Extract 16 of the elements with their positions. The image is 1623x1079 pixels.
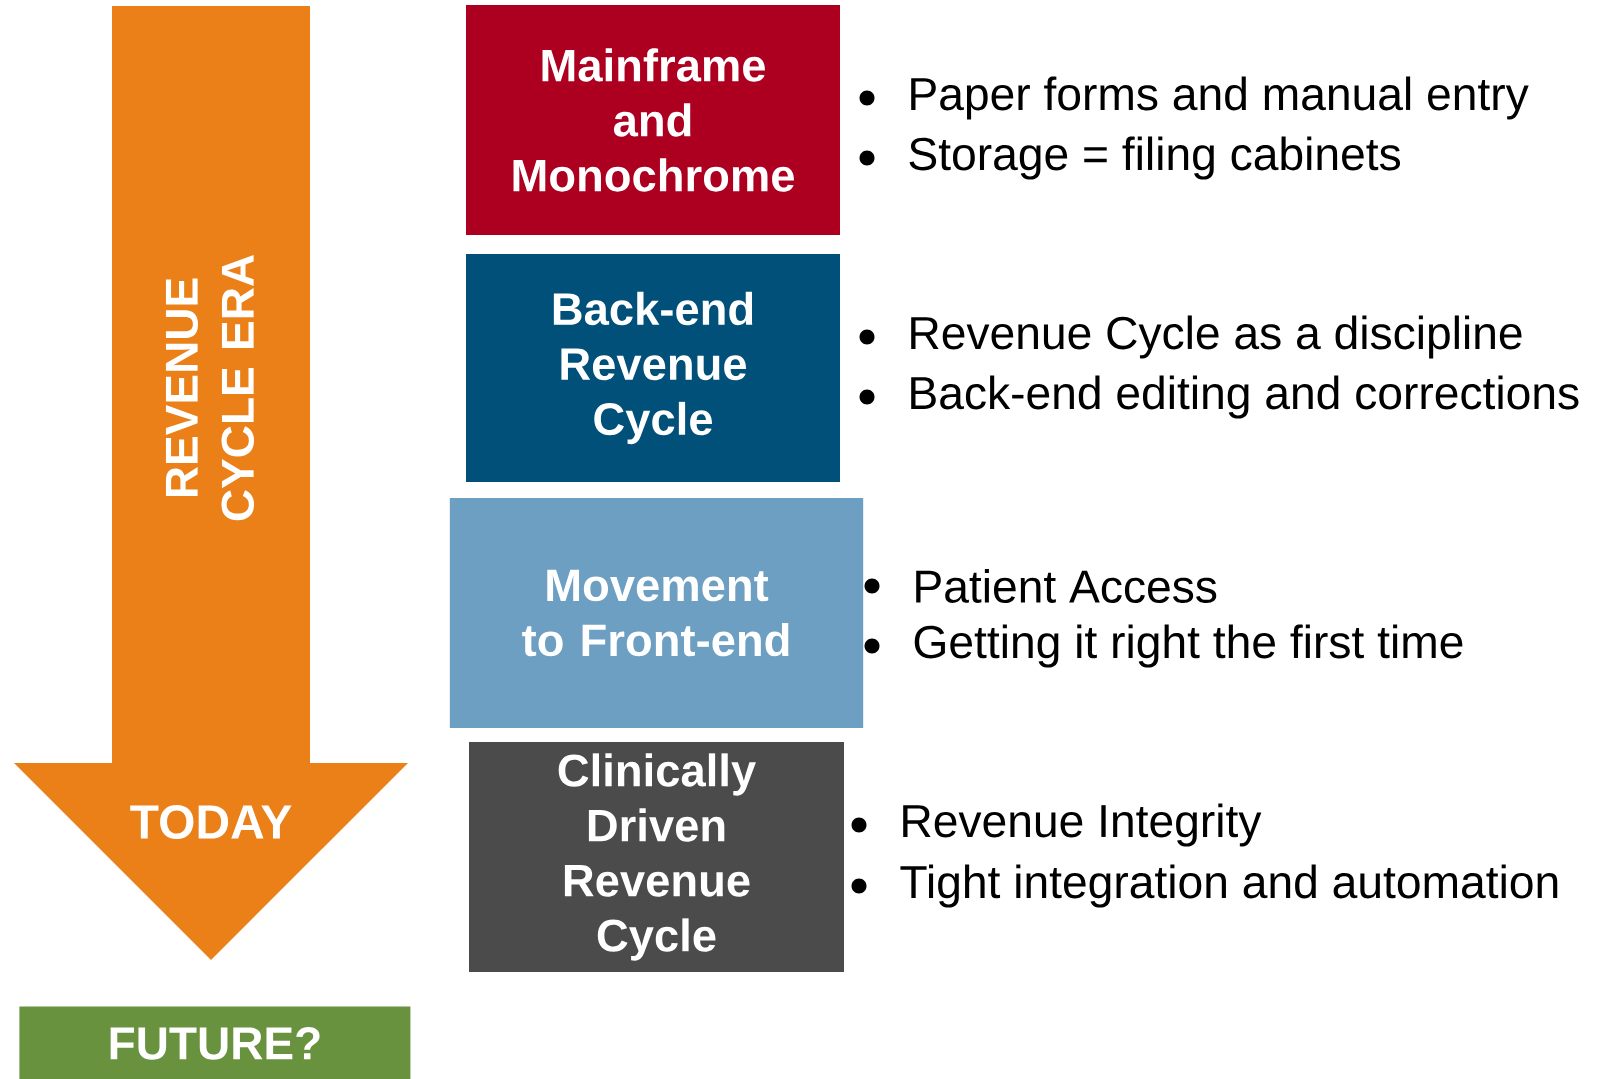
arrow-label: REVENUE CYCLE ERA (165, 255, 255, 521)
bullet-text: Tight integration and automation (900, 864, 1558, 908)
future-box: FUTURE? (19, 1006, 411, 1079)
era-box: Back-end Revenue Cycle (466, 254, 840, 482)
bullet-text: Patient Access (916, 569, 1217, 603)
era-box: Mainframe and Monochrome (466, 5, 840, 235)
bullet-text: Getting it right the first time (914, 624, 1463, 668)
arrow-label: TODAY (130, 805, 292, 839)
bullet-text: Revenue Cycle as a discipline (911, 315, 1522, 359)
bullet-text: Storage = filing cabinets (909, 136, 1400, 180)
down-arrow (14, 6, 408, 960)
era-box: Movement to Front-end (449, 498, 864, 728)
era-box: Clinically Driven Revenue Cycle (469, 742, 844, 972)
bullet-text: Paper forms and manual entry (911, 76, 1529, 120)
bullet-text: Back-end editing and corrections (911, 375, 1579, 419)
bullet-text: Revenue Integrity (903, 803, 1262, 847)
